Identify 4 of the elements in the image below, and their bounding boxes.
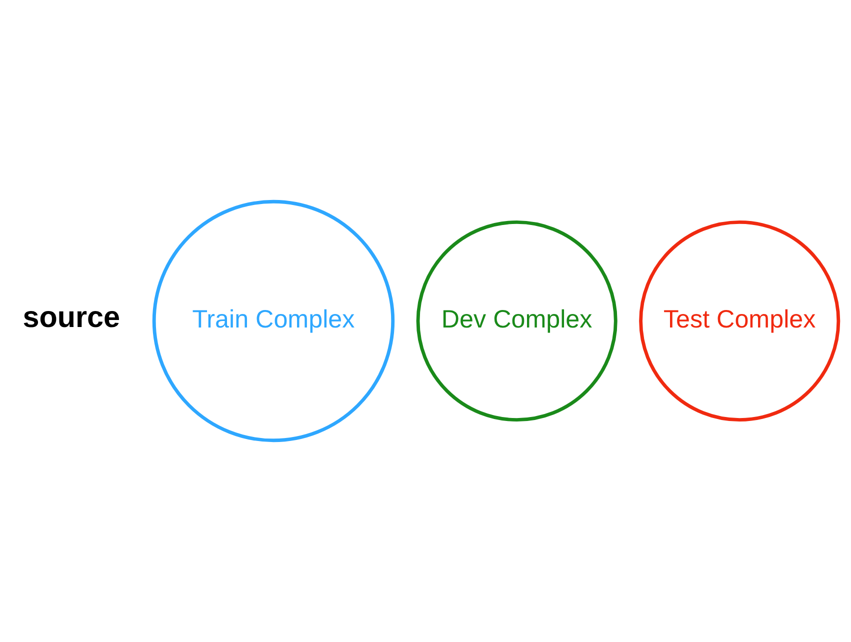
node-circle: Test Complex [638, 220, 840, 422]
node-circle: Dev Complex [416, 220, 617, 422]
node-circle: Train Complex [152, 200, 394, 442]
label: source [22, 301, 120, 334]
